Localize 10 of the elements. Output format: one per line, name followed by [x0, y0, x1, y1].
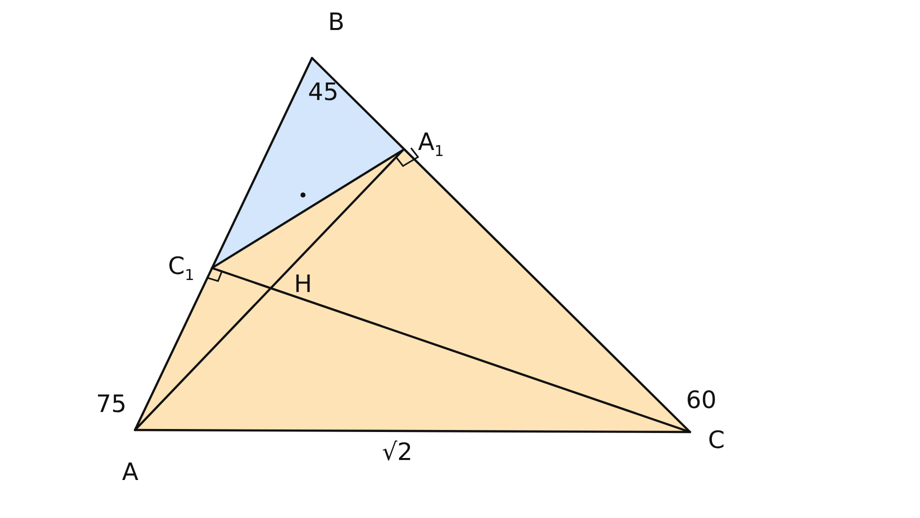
point-label: C$_{1}$ — [168, 254, 194, 283]
point-label: A$_{1}$ — [418, 130, 444, 159]
point-label: 45 — [308, 80, 339, 104]
point-label: √2 — [382, 440, 413, 464]
point-label: A — [122, 460, 138, 484]
point-label: 60 — [686, 388, 717, 412]
point-label: C — [708, 428, 725, 452]
point-label: H — [294, 272, 312, 296]
point-label: 75 — [96, 392, 127, 416]
point-label: B — [328, 10, 344, 34]
